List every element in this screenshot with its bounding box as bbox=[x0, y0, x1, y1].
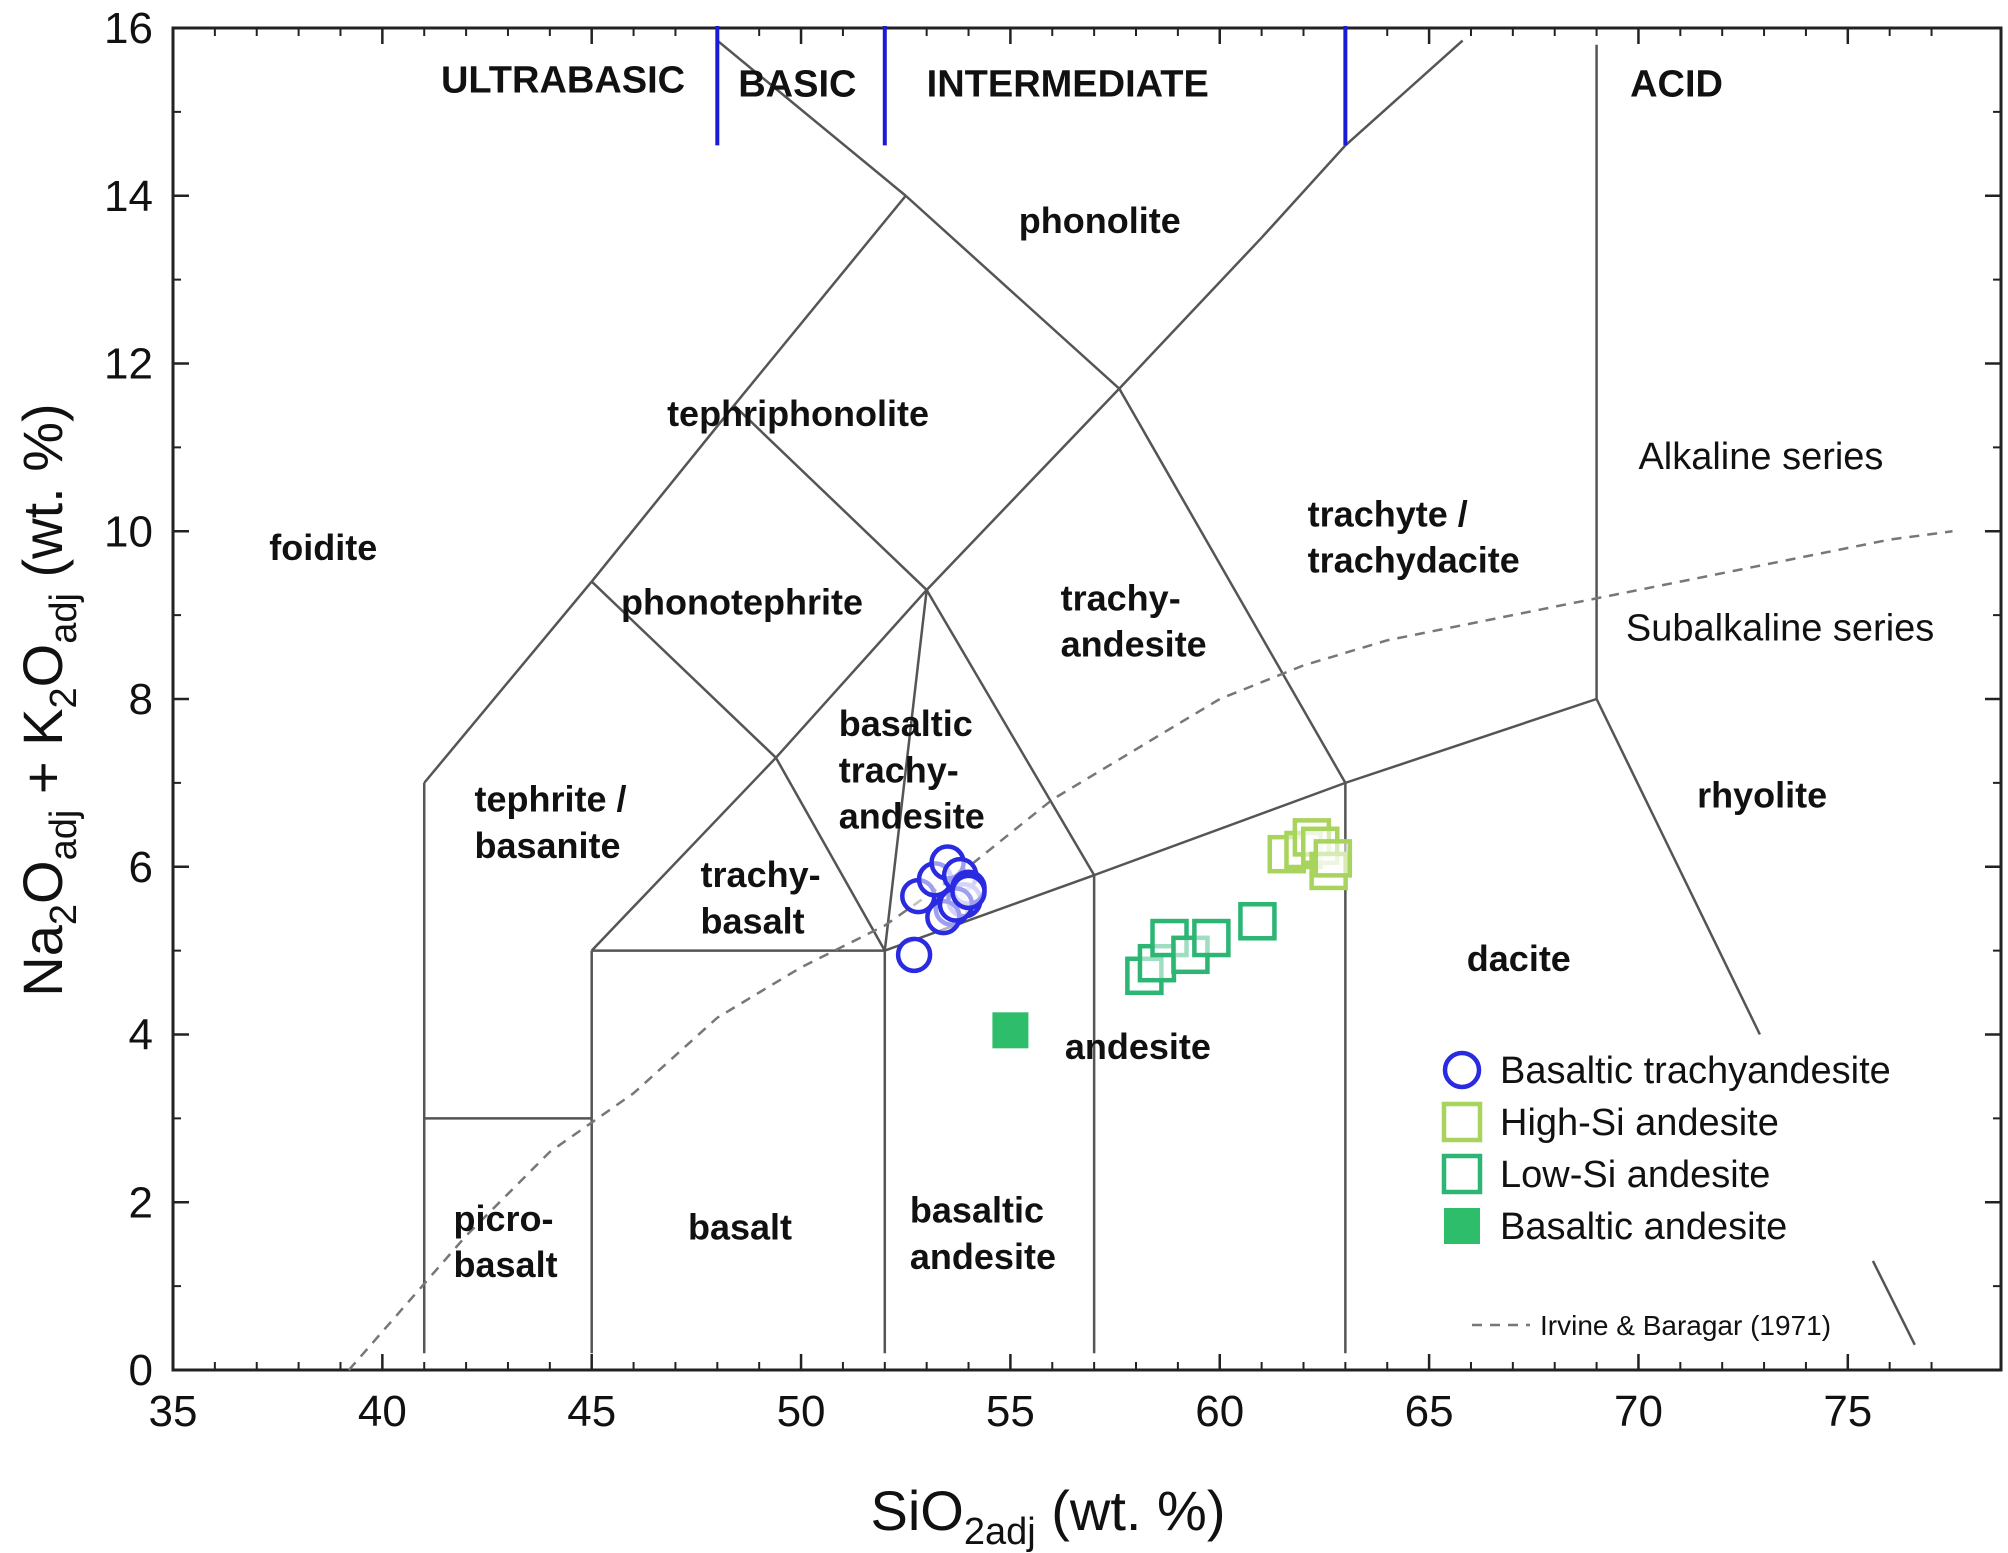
field-label: basanite bbox=[474, 825, 620, 866]
field-boundary bbox=[1118, 388, 1347, 784]
field-label: andesite bbox=[910, 1236, 1056, 1277]
field-label: basalt bbox=[454, 1244, 558, 1285]
y-tick-label: 4 bbox=[129, 1011, 153, 1060]
series-region-label: Subalkaline series bbox=[1626, 608, 1934, 650]
legend-entry-label: Low-Si andesite bbox=[1500, 1154, 1770, 1196]
field-label: tephriphonolite bbox=[667, 393, 929, 434]
irvine-baragar-dashed-line bbox=[347, 530, 1953, 1371]
x-tick-label: 40 bbox=[358, 1387, 407, 1436]
field-boundary bbox=[1344, 697, 1597, 785]
field-boundary bbox=[590, 404, 736, 583]
field-boundary bbox=[1118, 236, 1263, 390]
reference-line-label: Irvine & Baragar (1971) bbox=[1540, 1310, 1831, 1341]
field-label: picro- bbox=[454, 1198, 554, 1239]
tas-field-boundaries bbox=[422, 39, 1916, 1354]
field-label: foidite bbox=[269, 527, 377, 568]
legend-entry-label: High-Si andesite bbox=[1500, 1102, 1779, 1144]
y-tick-label: 2 bbox=[129, 1178, 153, 1227]
point-high-si-andesite bbox=[1313, 839, 1353, 878]
point-basaltic-trachyandesite bbox=[950, 873, 987, 911]
point-low-si-andesite bbox=[1238, 902, 1277, 941]
y-tick-label: 16 bbox=[104, 4, 153, 53]
field-label: rhyolite bbox=[1697, 774, 1827, 815]
point-low-si-andesite bbox=[1192, 918, 1231, 958]
y-tick-label: 12 bbox=[104, 340, 153, 389]
field-boundary bbox=[1344, 39, 1464, 147]
field-label: andesite bbox=[1061, 623, 1207, 664]
x-axis-title: SiO2adj (wt. %) bbox=[871, 1479, 1226, 1553]
field-label: phonolite bbox=[1019, 200, 1181, 241]
field-boundary bbox=[716, 39, 907, 197]
series-region-label: Alkaline series bbox=[1638, 436, 1883, 478]
field-boundary bbox=[925, 589, 1096, 876]
x-tick-label: 45 bbox=[567, 1387, 616, 1436]
field-boundary bbox=[774, 757, 886, 952]
field-boundary bbox=[1260, 144, 1347, 239]
y-tick-label: 0 bbox=[129, 1346, 153, 1395]
classification-bars: ULTRABASIC BASIC INTERMEDIATE ACID bbox=[441, 26, 1723, 146]
legend-marker-square bbox=[1441, 1153, 1483, 1195]
field-boundary bbox=[1595, 698, 1761, 1036]
y-axis-title: Na2Oadj + K2Oadj (wt. %) bbox=[11, 403, 85, 996]
x-tick-label: 75 bbox=[1823, 1387, 1872, 1436]
field-boundary bbox=[590, 756, 777, 952]
point-basaltic-trachyandesite bbox=[895, 936, 933, 974]
field-label: basaltic bbox=[910, 1190, 1044, 1231]
classification-label: BASIC bbox=[738, 64, 856, 106]
field-boundary bbox=[590, 580, 777, 759]
field-label: basalt bbox=[701, 900, 805, 941]
y-tick-label: 10 bbox=[104, 507, 153, 556]
legend-marker-square bbox=[1444, 1208, 1480, 1244]
field-label: trachydacite bbox=[1308, 540, 1520, 581]
field-label: andesite bbox=[1065, 1026, 1211, 1067]
legend-marker-circle bbox=[1442, 1050, 1482, 1090]
field-label: dacite bbox=[1467, 938, 1571, 979]
field-label: andesite bbox=[839, 795, 985, 836]
field-label: phonotephrite bbox=[621, 582, 863, 623]
field-boundary bbox=[733, 194, 907, 407]
classification-label: ULTRABASIC bbox=[441, 59, 685, 101]
x-tick-label: 70 bbox=[1614, 1387, 1663, 1436]
field-boundary bbox=[1871, 1260, 1916, 1346]
legend-marker-square bbox=[1441, 1101, 1483, 1143]
irvine-baragar-line bbox=[347, 530, 1953, 1371]
x-tick-label: 35 bbox=[149, 1387, 198, 1436]
field-boundary bbox=[423, 580, 593, 784]
data-points bbox=[895, 818, 1353, 1049]
field-label: basaltic bbox=[839, 703, 973, 744]
legend-entry-label: Basaltic trachyandesite bbox=[1500, 1050, 1891, 1092]
field-label: trachyte / bbox=[1308, 493, 1468, 534]
field-label: trachy- bbox=[701, 854, 821, 895]
y-tick-label: 8 bbox=[129, 675, 153, 724]
field-label: tephrite / bbox=[474, 779, 626, 820]
field-boundary bbox=[883, 589, 928, 951]
field-boundary bbox=[904, 194, 1121, 390]
field-boundary bbox=[774, 589, 928, 759]
x-tick-label: 50 bbox=[777, 1387, 826, 1436]
classification-label: ACID bbox=[1630, 64, 1723, 106]
field-label: trachy- bbox=[839, 749, 959, 790]
classification-label: INTERMEDIATE bbox=[927, 64, 1209, 106]
axis-ticks: 35 40 45 50 55 60 65 70 75 0 2 4 6 8 10 12 14 16 bbox=[104, 4, 2001, 1436]
field-boundary bbox=[733, 404, 928, 591]
field-labels: foidite tephriphonolite phonolite phonoteph… bbox=[269, 200, 1934, 1285]
field-boundary bbox=[925, 387, 1121, 591]
y-tick-label: 14 bbox=[104, 172, 153, 221]
y-tick-label: 6 bbox=[129, 843, 153, 892]
x-tick-label: 55 bbox=[986, 1387, 1035, 1436]
x-tick-label: 60 bbox=[1195, 1387, 1244, 1436]
field-boundary bbox=[1093, 781, 1346, 877]
field-label: basalt bbox=[688, 1206, 792, 1247]
point-basaltic-andesite bbox=[992, 1012, 1029, 1049]
x-tick-label: 65 bbox=[1405, 1387, 1454, 1436]
legend-entry-label: Basaltic andesite bbox=[1500, 1206, 1787, 1248]
field-label: trachy- bbox=[1061, 577, 1181, 618]
